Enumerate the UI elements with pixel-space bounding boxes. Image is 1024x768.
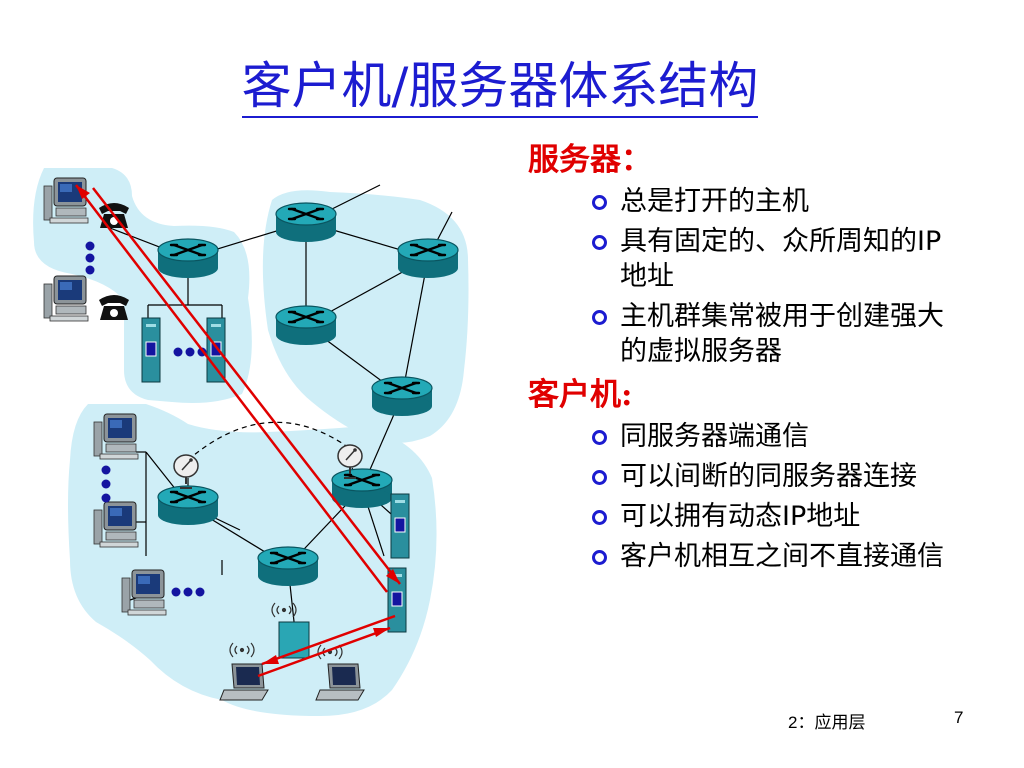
router-icon xyxy=(156,484,220,527)
router-icon xyxy=(274,201,338,244)
bullet-item: 主机群集常被用于创建强大的虚拟服务器 xyxy=(528,299,948,369)
slide-title-text: 客户机/服务器体系结构 xyxy=(241,57,759,118)
network-diagram xyxy=(33,168,469,716)
bullet-item: 总是打开的主机 xyxy=(528,184,948,219)
router-icon xyxy=(370,375,434,418)
bullet-item: 可以拥有动态IP地址 xyxy=(528,499,948,534)
server-tower-icon xyxy=(206,317,226,383)
router-icon xyxy=(274,304,338,347)
server-tower-icon xyxy=(141,317,161,383)
bullet-text: 客户机相互之间不直接通信 xyxy=(620,541,944,572)
hollow-circle-bullet-icon xyxy=(592,235,607,250)
server-section: 服务器： 总是打开的主机 具有固定的、众所周知的IP地址 主机群集常被用于创建强… xyxy=(528,140,948,369)
bullet-text: 可以拥有动态IP地址 xyxy=(620,501,861,532)
desktop-computer-icon xyxy=(43,275,89,322)
hollow-circle-bullet-icon xyxy=(592,550,607,565)
footer-chapter: 2：应用层 xyxy=(788,713,866,732)
server-heading: 服务器： xyxy=(528,142,652,178)
bullet-text: 主机群集常被用于创建强大的虚拟服务器 xyxy=(620,301,944,367)
server-bullet-list: 总是打开的主机 具有固定的、众所周知的IP地址 主机群集常被用于创建强大的虚拟服… xyxy=(528,184,948,369)
bullet-item: 客户机相互之间不直接通信 xyxy=(528,539,948,574)
client-heading: 客户机: xyxy=(528,377,633,413)
bullet-item: 可以间断的同服务器连接 xyxy=(528,459,948,494)
bullet-item: 同服务器端通信 xyxy=(528,419,948,454)
client-section: 客户机: 同服务器端通信 可以间断的同服务器连接 可以拥有动态IP地址 客户机相… xyxy=(528,375,948,574)
client-bullet-list: 同服务器端通信 可以间断的同服务器连接 可以拥有动态IP地址 客户机相互之间不直… xyxy=(528,419,948,574)
bullet-item: 具有固定的、众所周知的IP地址 xyxy=(528,224,948,294)
description-column: 服务器： 总是打开的主机 具有固定的、众所周知的IP地址 主机群集常被用于创建强… xyxy=(528,140,948,580)
router-icon xyxy=(396,237,460,280)
router-icon xyxy=(156,237,220,280)
footer-page-number: 7 xyxy=(954,708,964,727)
bullet-text: 总是打开的主机 xyxy=(620,186,809,217)
hollow-circle-bullet-icon xyxy=(592,310,607,325)
router-icon xyxy=(256,545,320,588)
bullet-text: 同服务器端通信 xyxy=(620,421,809,452)
hollow-circle-bullet-icon xyxy=(592,195,607,210)
hollow-circle-bullet-icon xyxy=(592,430,607,445)
hollow-circle-bullet-icon xyxy=(592,510,607,525)
bullet-text: 具有固定的、众所周知的IP地址 xyxy=(620,226,942,292)
router-icon xyxy=(330,467,394,510)
client-server-arrows xyxy=(75,184,401,678)
server-tower-icon xyxy=(390,493,410,559)
bullet-text: 可以间断的同服务器连接 xyxy=(620,461,917,492)
ellipsis-dots xyxy=(85,241,207,597)
hollow-circle-bullet-icon xyxy=(592,470,607,485)
slide-title: 客户机/服务器体系结构 xyxy=(0,56,1000,118)
